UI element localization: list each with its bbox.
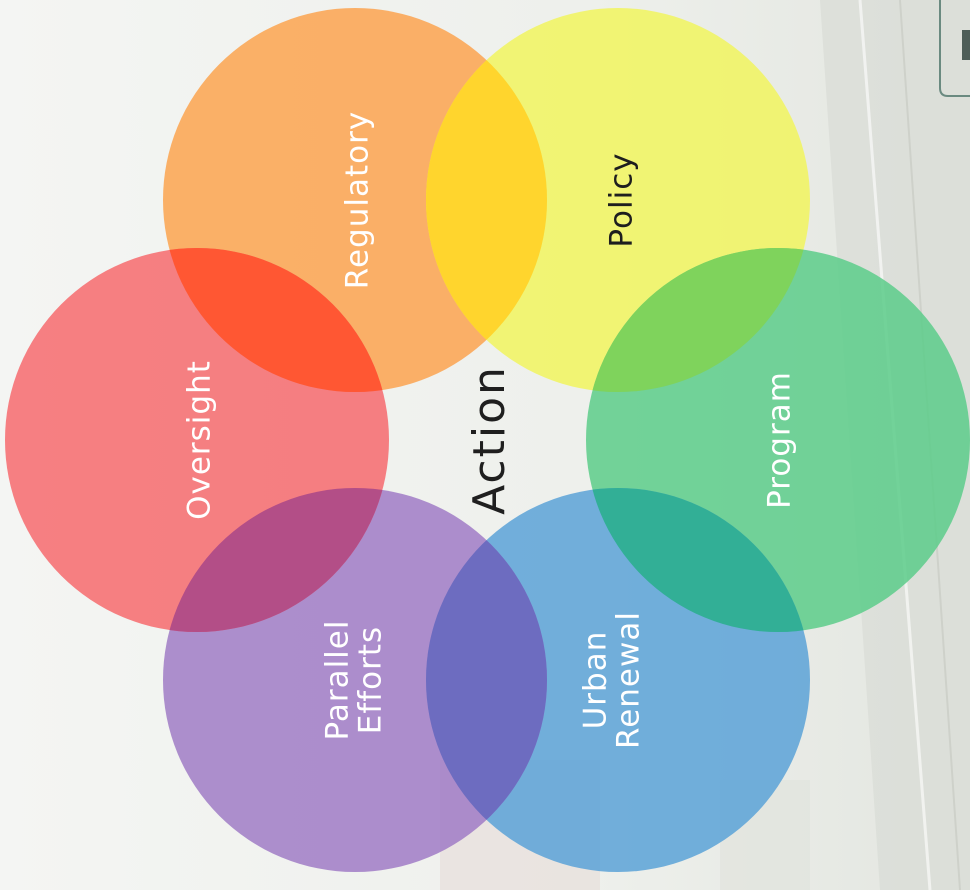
petal-oversight-label: Oversight xyxy=(181,360,218,520)
petal-program-label-line: Program xyxy=(761,371,798,509)
petal-regulatory-label: Regulatory xyxy=(339,110,376,290)
overlap-policy-program xyxy=(586,248,810,392)
petal-parallel-efforts-label-line: Efforts xyxy=(352,625,388,735)
petal-policy-label-line: Policy xyxy=(603,152,640,248)
overlap-parallel-efforts-oversight xyxy=(163,488,389,632)
petal-parallel-efforts-label-line: Parallel xyxy=(319,619,356,741)
overlap-program-urban-renewal xyxy=(586,488,810,632)
center-label: Action xyxy=(463,365,515,515)
overlap-oversight-regulatory xyxy=(163,248,389,392)
petal-oversight-label-line: Oversight xyxy=(181,360,218,520)
petal-urban-renewal-label-line: Renewal xyxy=(610,611,646,749)
petal-program-label: Program xyxy=(761,371,798,509)
petal-urban-renewal-label-line: Urban xyxy=(577,630,614,730)
petal-policy-label: Policy xyxy=(603,152,640,248)
petal-regulatory-label-line: Regulatory xyxy=(339,110,376,290)
